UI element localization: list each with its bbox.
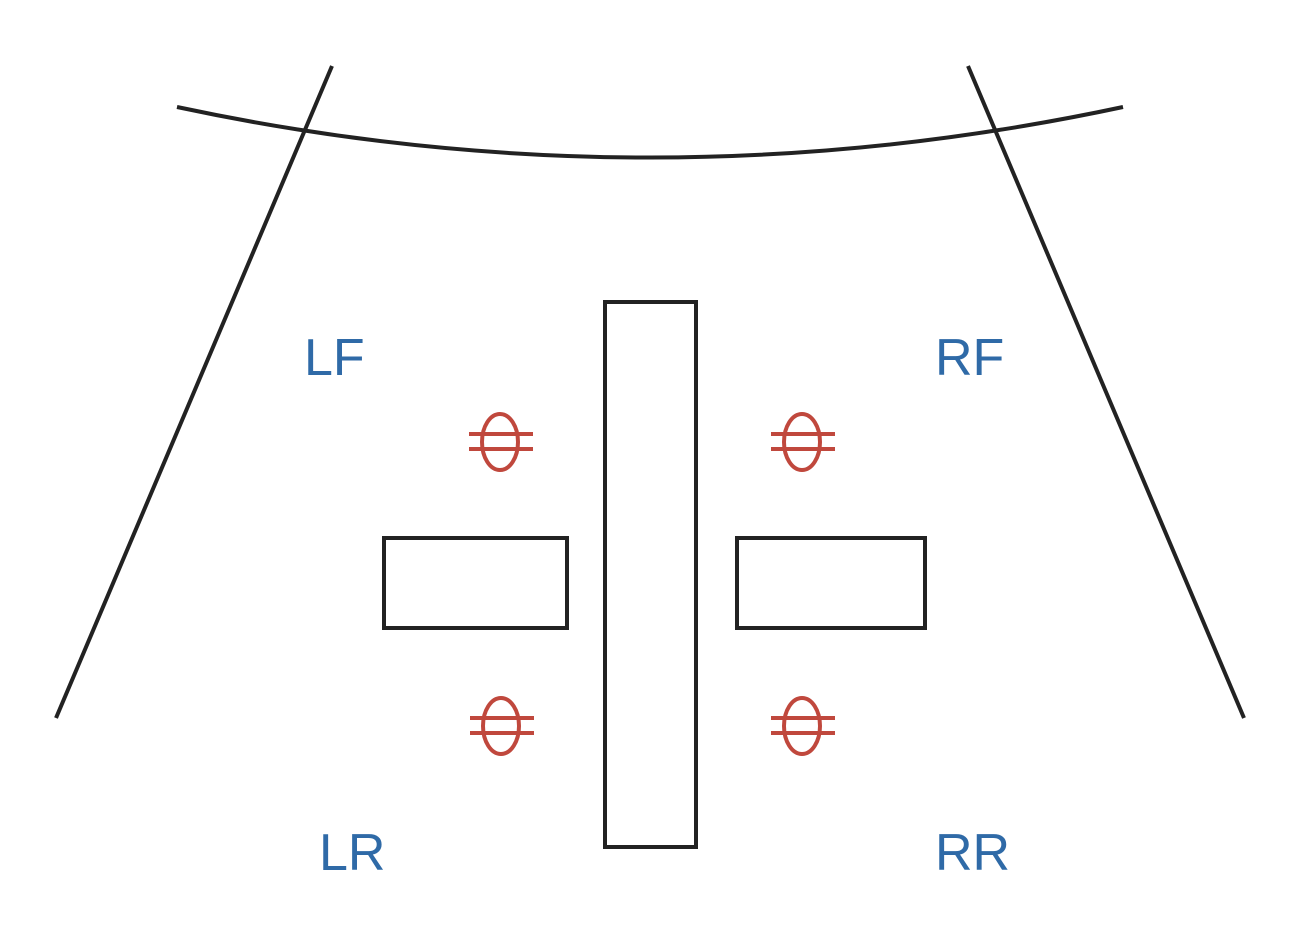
- label-left-front: LF: [304, 329, 365, 387]
- label-right-rear: RR: [935, 824, 1010, 882]
- right-side-block: [735, 536, 927, 630]
- left-side-boundary: [54, 65, 334, 719]
- microphone-symbol-icon: [470, 696, 534, 756]
- left-side-block: [382, 536, 569, 630]
- label-right-front: RF: [935, 329, 1004, 387]
- right-side-boundary: [966, 65, 1246, 719]
- label-left-rear: LR: [319, 824, 385, 882]
- center-console: [603, 300, 698, 849]
- microphone-symbol-icon: [469, 412, 533, 472]
- microphone-symbol-icon: [771, 696, 835, 756]
- microphone-symbol-icon: [771, 412, 835, 472]
- windshield-arc: [176, 105, 1124, 160]
